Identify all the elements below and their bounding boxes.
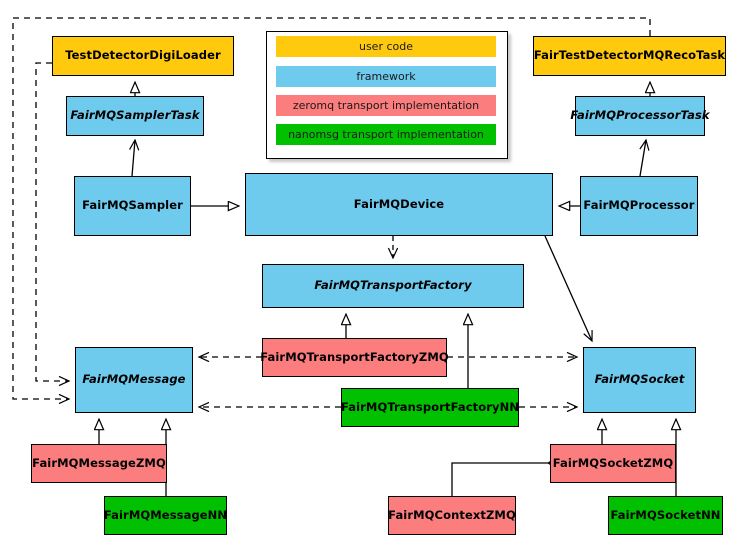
edge-contextzmq-socketzmq [451,457,563,496]
class-node-testdetectordigiloader[interactable]: TestDetectorDigiLoader [52,36,234,76]
legend-label-user-code: user code [358,40,414,53]
class-node-fairtestdetectormqrecotask[interactable]: FairTestDetectorMQRecoTask [533,36,726,76]
legend-swatch-framework: framework [276,66,496,87]
class-node-fairmqsocketnn[interactable]: FairMQSocketNN [608,496,723,535]
legend-swatch-zeromq: zeromq transport implementation [276,95,496,116]
class-node-fairmqsocket[interactable]: FairMQSocket [583,347,696,413]
class-node-fairmqmessagenn[interactable]: FairMQMessageNN [104,496,227,535]
class-node-fairmqcontextzmq[interactable]: FairMQContextZMQ [388,496,516,535]
legend-label-nanomsg: nanomsg transport implementation [288,128,484,141]
edge-processor-processortask [640,140,646,177]
edge-recotask-message [12,17,651,399]
legend-label-framework: framework [356,70,416,83]
class-node-fairmqprocessor[interactable]: FairMQProcessor [580,176,698,236]
class-node-fairmqmessagezmq[interactable]: FairMQMessageZMQ [31,444,167,483]
edge-digiloader-message [35,62,69,381]
legend-swatch-user-code: user code [276,36,496,57]
legend-swatch-nanomsg: nanomsg transport implementation [276,124,496,145]
class-node-fairmqtransportfactoryzmq[interactable]: FairMQTransportFactoryZMQ [260,338,449,377]
class-node-fairmqdevice[interactable]: FairMQDevice [245,173,553,236]
legend-label-zeromq: zeromq transport implementation [292,99,480,112]
class-node-fairmqprocessortask[interactable]: FairMQProcessorTask [570,96,710,136]
class-node-fairmqsampler[interactable]: FairMQSampler [74,176,191,236]
class-node-fairmqtransportfactory[interactable]: FairMQTransportFactory [262,264,524,308]
class-node-fairmqtransportfactorynn[interactable]: FairMQTransportFactoryNN [341,388,519,427]
edge-sampler-samplertask [132,140,135,177]
edge-device-socket [544,235,592,341]
class-node-fairmqsamplertask[interactable]: FairMQSamplerTask [66,96,204,136]
class-node-fairmqmessage[interactable]: FairMQMessage [75,347,193,413]
class-node-fairmqsocketzmq[interactable]: FairMQSocketZMQ [550,444,676,483]
